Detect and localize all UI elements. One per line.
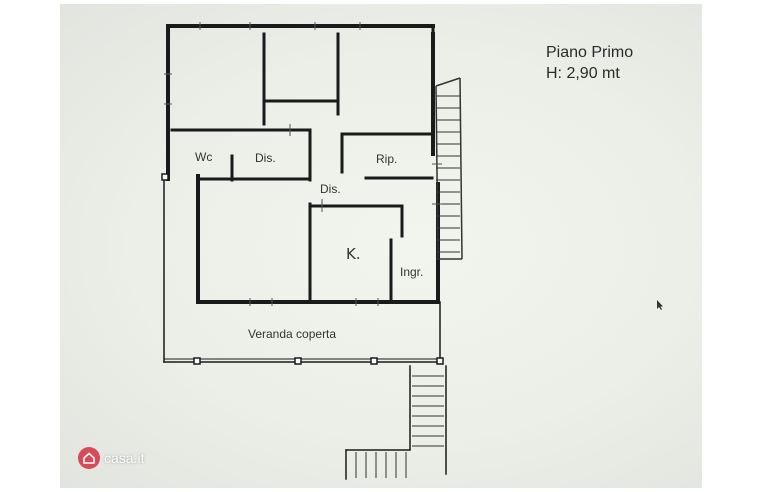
room-label-wc: Wc (195, 150, 213, 164)
stair-upper (435, 77, 463, 260)
room-label-ripostiglio: Rip. (376, 152, 398, 166)
house-icon (78, 447, 100, 469)
ceiling-height: H: 2,90 mt (546, 65, 620, 82)
room-label-veranda: Veranda coperta (248, 327, 337, 341)
room-label-dis-2: Dis. (320, 182, 341, 196)
veranda-columns (161, 173, 444, 365)
room-label-kitchen: K. (346, 245, 361, 263)
room-label-ingresso: Ingr. (400, 265, 424, 279)
room-label-dis-1: Dis. (255, 151, 276, 165)
stair-lower-treads (355, 375, 444, 478)
mouse-cursor-icon (657, 300, 663, 310)
floor-name: Piano Primo (546, 44, 634, 61)
plan-title: Piano Primo H: 2,90 mt (546, 42, 633, 84)
floor-plan-photo: Piano Primo H: 2,90 mt Wc Dis. Rip. Dis.… (60, 4, 702, 488)
watermark: casa.it (78, 444, 144, 472)
floor-plan (161, 22, 463, 480)
opening-marks (164, 22, 442, 306)
watermark-text: casa.it (104, 450, 145, 466)
